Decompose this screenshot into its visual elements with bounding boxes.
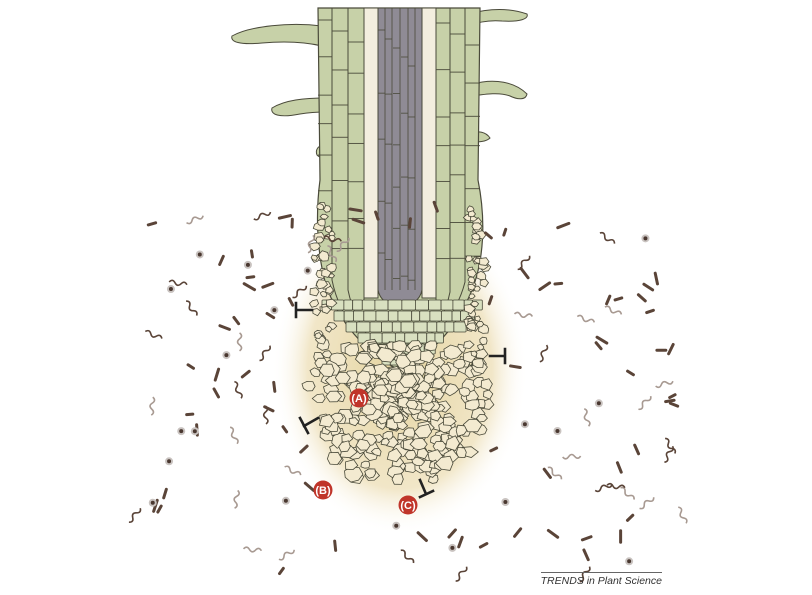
inhibition-symbol-4 (418, 478, 435, 499)
pericycle-left (363, 7, 379, 299)
svg-text:(A): (A) (351, 393, 367, 405)
border-cells (301, 201, 495, 485)
label-b: (B) (313, 480, 333, 500)
journal-footer: TRENDS in Plant Science (540, 572, 662, 587)
pericycle-right (421, 7, 437, 299)
inhibition-symbol-3 (298, 416, 320, 435)
svg-text:(C): (C) (400, 500, 416, 512)
inhibition-symbols (294, 301, 507, 499)
inhibition-symbol-1 (294, 301, 314, 319)
soil-microbes (128, 200, 688, 583)
svg-text:(B): (B) (315, 485, 331, 497)
inhibition-symbol-2 (488, 347, 507, 365)
stele-lines (378, 8, 416, 290)
root-hairs (231, 9, 528, 158)
label-a: (A) (349, 388, 369, 408)
cortex-cross-walls (318, 19, 480, 260)
label-c: (C) (398, 495, 418, 515)
